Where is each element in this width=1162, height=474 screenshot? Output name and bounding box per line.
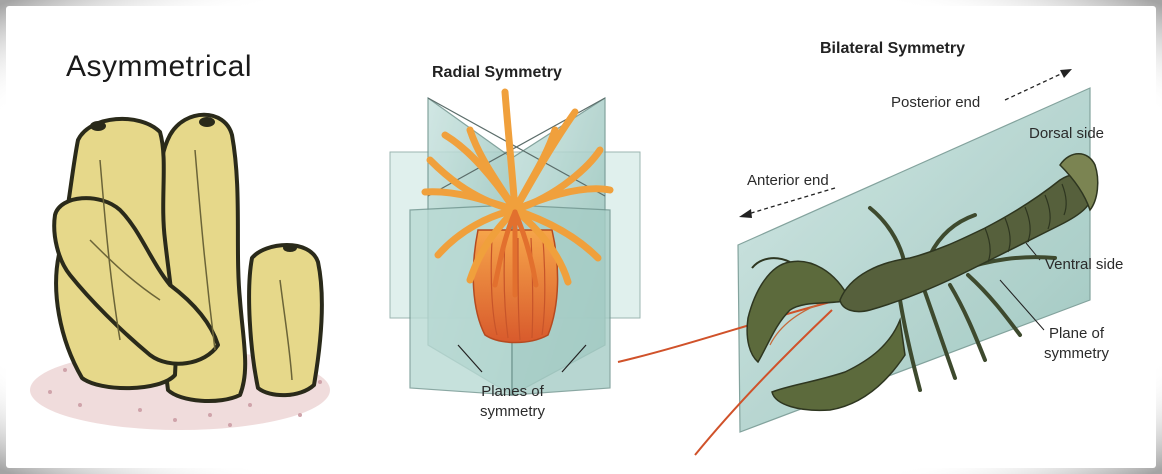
posterior-end-label: Posterior end — [891, 94, 980, 111]
planes-of-symmetry-line2: symmetry — [480, 402, 545, 422]
bilateral-title: Bilateral Symmetry — [820, 40, 965, 58]
ventral-side-label: Ventral side — [1045, 256, 1123, 273]
planes-of-symmetry-line1: Planes of — [480, 382, 545, 402]
plane-of-symmetry-line2: symmetry — [1044, 344, 1109, 364]
plane-of-symmetry-label: Plane of symmetry — [1044, 324, 1109, 364]
planes-of-symmetry-label: Planes of symmetry — [480, 382, 545, 422]
plane-of-symmetry-line1: Plane of — [1044, 324, 1109, 344]
dorsal-side-label: Dorsal side — [1029, 125, 1104, 142]
radial-title: Radial Symmetry — [432, 64, 562, 82]
asymmetrical-title: Asymmetrical — [66, 50, 252, 84]
anterior-end-label: Anterior end — [747, 172, 829, 189]
